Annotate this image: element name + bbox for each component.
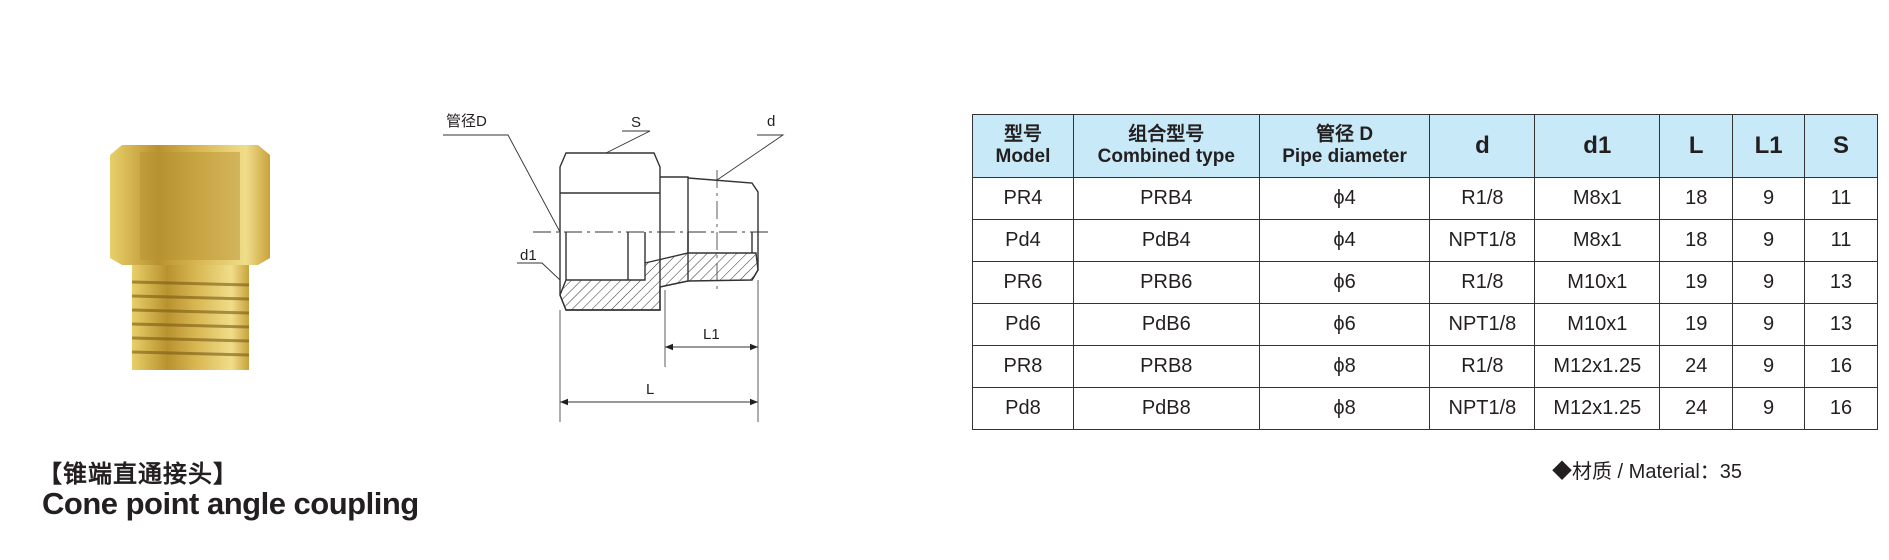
cell-l1: 9 [1732,345,1806,388]
cell-d: R1/8 [1429,177,1536,220]
cell-combined-type: PdB4 [1072,219,1260,262]
cell-l1: 9 [1732,303,1806,346]
cell-combined-type: PRB6 [1072,261,1260,304]
label-s: S [631,114,641,131]
label-d1: d1 [520,247,537,264]
cell-combined-type: PRB4 [1072,177,1260,220]
cell-pipe-diameter: ϕ8 [1258,345,1431,388]
cell-d1: M10x1 [1534,261,1661,304]
cell-model: PR8 [972,345,1074,388]
cell-s: 11 [1804,219,1878,262]
cell-model: PR6 [972,261,1074,304]
header-en: Model [995,146,1051,167]
cell-l1: 9 [1732,387,1806,430]
cell-combined-type: PRB8 [1072,345,1260,388]
cell-l: 24 [1659,387,1734,430]
header-l: L [1659,114,1734,178]
product-title-en: Cone point angle coupling [42,486,419,521]
cell-l: 18 [1659,219,1734,262]
header-l1: L1 [1732,114,1806,178]
cell-d: NPT1/8 [1429,303,1536,346]
cell-d: NPT1/8 [1429,387,1536,430]
cell-d1: M8x1 [1534,177,1661,220]
cell-l: 18 [1659,177,1734,220]
cell-s: 11 [1804,177,1878,220]
cell-model: Pd6 [972,303,1074,346]
header-s: S [1804,114,1878,178]
cell-pipe-diameter: ϕ4 [1258,219,1431,262]
cell-model: PR4 [972,177,1074,220]
cell-s: 16 [1804,345,1878,388]
cell-model: Pd8 [972,387,1074,430]
cell-s: 16 [1804,387,1878,430]
header-d1: d1 [1534,114,1661,178]
cell-combined-type: PdB8 [1072,387,1260,430]
cell-model: Pd4 [972,219,1074,262]
cell-d1: M12x1.25 [1534,387,1661,430]
cell-l1: 9 [1732,261,1806,304]
label-pipe-diameter: 管径D [446,113,487,130]
cell-l1: 9 [1732,219,1806,262]
label-d: d [767,113,775,130]
material-note: ◆材质 / Material：35 [1552,461,1743,483]
cell-l: 24 [1659,345,1734,388]
cell-d1: M10x1 [1534,303,1661,346]
header-cn: 组合型号 [1128,124,1205,145]
cell-pipe-diameter: ϕ6 [1258,303,1431,346]
cell-pipe-diameter: ϕ8 [1258,387,1431,430]
product-title-cn: 【锥端直通接头】 [38,461,238,488]
cell-pipe-diameter: ϕ4 [1258,177,1431,220]
cell-d1: M8x1 [1534,219,1661,262]
cell-combined-type: PdB6 [1072,303,1260,346]
cell-l: 19 [1659,261,1734,304]
header-cn: 型号 [1003,124,1042,145]
cell-pipe-diameter: ϕ6 [1258,261,1431,304]
cell-d1: M12x1.25 [1534,345,1661,388]
cell-l: 19 [1659,303,1734,346]
header-en: Pipe diameter [1282,146,1407,167]
header-cn: 管径 D [1316,124,1374,145]
header-d: d [1429,114,1536,178]
cell-d: R1/8 [1429,345,1536,388]
cell-d: R1/8 [1429,261,1536,304]
label-l1: L1 [703,326,720,343]
cell-s: 13 [1804,303,1878,346]
cell-s: 13 [1804,261,1878,304]
header-en: Combined type [1097,146,1235,167]
cell-d: NPT1/8 [1429,219,1536,262]
cell-l1: 9 [1732,177,1806,220]
product-photo [110,145,270,370]
label-l: L [646,381,654,398]
